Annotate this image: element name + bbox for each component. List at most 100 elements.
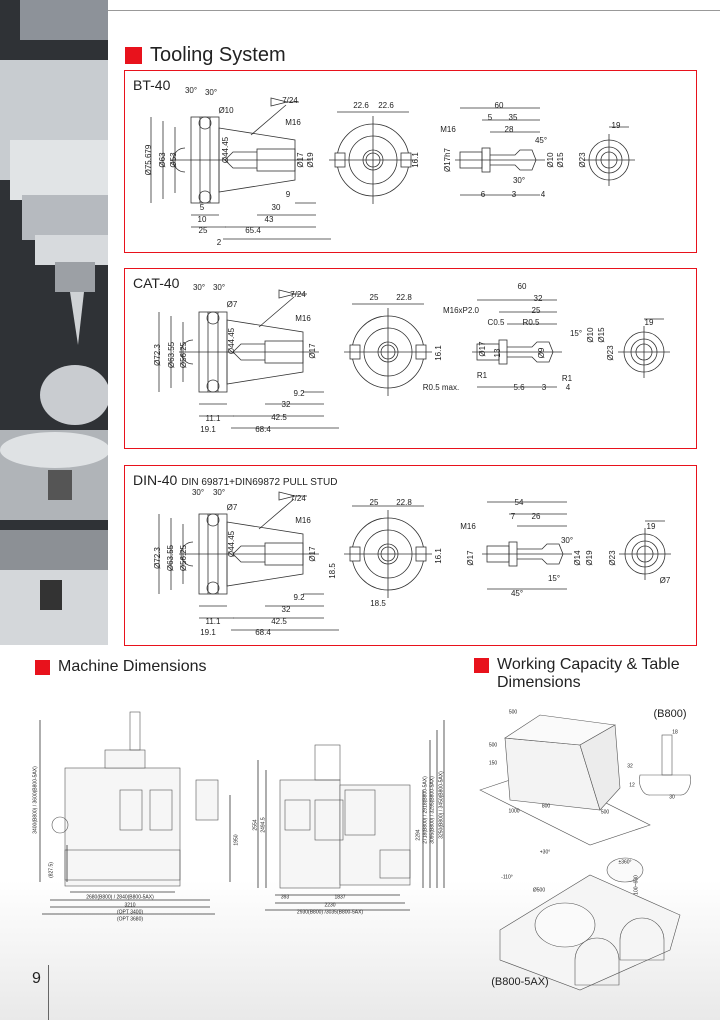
dimension-label: 65.4 [245,226,261,235]
dimension-label: 32 [282,605,291,614]
dimension-label: 9 [286,190,291,199]
dimension-label: 60 [518,282,527,291]
dimension-label: Ø7 [227,503,238,512]
side-machine-body [279,779,341,889]
dimension-label: 25 [199,226,208,235]
dimension-label: 30° [192,488,204,497]
dimension-label: 32 [627,763,633,769]
dimension-label: 15° [548,574,560,583]
dimension-label: 19 [647,522,656,531]
dimension-label: 22.8 [396,293,412,302]
dimension-label: Ø72.3 [153,344,162,366]
dimension-label: Ø53 [169,152,178,168]
dimension-label: 5 [200,203,205,212]
side-door-grid [314,799,344,841]
dimension-label: 25 [370,293,379,302]
dimension-label: Ø17h7 [443,147,452,172]
dimension-label: 22.8 [396,498,412,507]
workpiece-side [579,724,621,811]
front-door-grid [119,789,143,831]
dimension-label: 30° [213,283,225,292]
dimension-label: Ø56.25 [179,544,188,571]
dimension-label: 18 [672,729,678,735]
red-square-icon [35,659,50,675]
drive-key-circle [198,116,212,130]
dimension-label: Ø17 [466,550,475,566]
section-title-line1: Working Capacity & Table [497,656,680,673]
dimension-label: 11.1 [206,617,222,626]
dimension-label: M16 [285,118,301,127]
dimension-label: (OPT 3400) [117,909,143,915]
trunnion-support [574,937,620,986]
tslot-section [639,774,691,796]
top-rule [108,10,720,11]
red-square-icon [125,47,142,64]
drive-key-circle [206,379,220,393]
dimension-label: 2930(B800) /3035(B800-5AX) [297,909,363,915]
dimension-label: 18.5 [328,563,337,579]
dimension-label: 13 [493,348,502,357]
dimension-label: 25 [532,306,541,315]
dimension-label: 3400(B800) / 3600(B800-5AX) [32,766,38,834]
spindle-head [606,857,644,883]
dimension-label: Ø63.55 [166,544,175,571]
dimension-label: 54 [515,498,524,507]
dimension-label: 30° [213,488,225,497]
taper-symbol-icon [270,97,288,107]
dimension-label: R0.5 max. [423,383,459,392]
drive-key-circle [206,581,220,595]
dimension-label: Ø56.25 [179,341,188,368]
dimension-label: 500 [509,709,518,715]
dimension-label: 5.6 [513,383,525,392]
trunnion-support [619,917,665,961]
side-spindle-head [314,744,341,781]
dimension-label: 2230 [324,902,335,908]
dimension-label: (OPT 3680) [117,916,143,922]
dimension-label: +30° [540,849,550,855]
din40-subtitle: DIN 69871+DIN69872 PULL STUD [181,477,338,488]
rotary-table [534,902,596,948]
dimension-label: 60 [495,101,504,110]
dimension-label: 22.6 [353,101,369,110]
dimension-label: 30° [193,283,205,292]
dimension-label: R0.5 [523,318,540,327]
front-spindle-head [104,749,146,769]
dimension-label: R1 [477,371,488,380]
taper-symbol-icon [278,289,296,299]
section-title: Tooling System [150,44,286,66]
dimension-label: (827.5) [48,862,54,878]
side-tank [379,849,411,879]
section-title-line2: Dimensions [497,674,581,691]
taper-symbol-icon [278,491,296,501]
dimension-label: 7 [511,512,516,521]
section-title: Machine Dimensions [58,658,207,675]
dimension-label: 3 [542,383,547,392]
tooling-system-heading: Tooling System [125,44,286,67]
dimension-label: 30 [669,794,675,800]
dimension-label: 2554 [252,819,258,830]
dimension-label: Ø15 [597,327,606,343]
dimension-label: C0.5 [488,318,505,327]
dimension-label: 7/24 [290,494,306,503]
dimension-label: 26 [532,512,541,521]
dimension-label: Ø17 [478,341,487,357]
dimension-label: Ø44.45 [227,530,236,557]
leader-line [258,296,295,328]
dimension-label: Ø17 [296,152,305,168]
front-machine-body [64,767,181,887]
dimension-label: Ø17 [308,546,317,562]
dimension-label: 2294 [415,829,421,840]
din40-title-text: DIN-40 [133,472,178,488]
dimension-label: 393 [281,894,290,900]
dimension-label: Ø75.679 [144,144,153,175]
red-square-icon [474,658,489,673]
dimension-label: Ø17 [308,343,317,359]
dimension-label: Ø500 [533,887,545,893]
taper-outline [226,319,304,385]
